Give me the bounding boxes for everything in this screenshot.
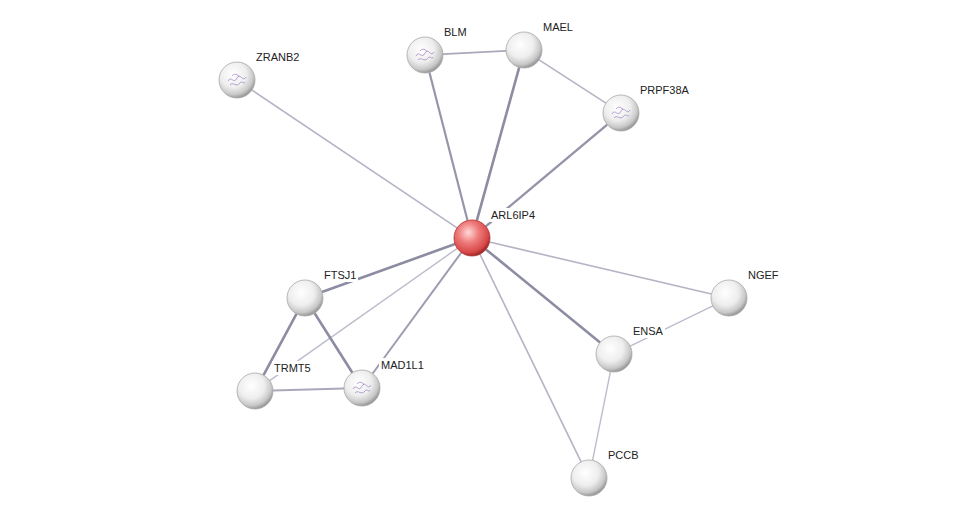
interaction-edge (315, 313, 353, 373)
protein-node: PCCB (570, 459, 608, 497)
interaction-edge (322, 244, 455, 292)
node-label: MAEL (541, 20, 575, 34)
node-label: NGEF (746, 268, 781, 282)
interaction-edge (490, 242, 712, 294)
interaction-edge (486, 125, 607, 227)
protein-node: ENSA (595, 335, 633, 373)
node-label: ENSA (631, 324, 665, 338)
node-label: MAD1L1 (379, 358, 426, 372)
node-sphere (602, 94, 640, 132)
node-sphere (343, 369, 381, 407)
interaction-edge (270, 248, 458, 380)
node-label: PCCB (606, 448, 641, 462)
interaction-edge (486, 249, 600, 342)
protein-node: NGEF (710, 279, 748, 317)
node-sphere (710, 279, 748, 317)
protein-node: MAD1L1 (343, 369, 381, 407)
interaction-edge (480, 254, 581, 462)
node-sphere (218, 61, 256, 99)
node-label: TRMT5 (272, 361, 313, 375)
protein-node: FTSJ1 (286, 279, 324, 317)
protein-node: TRMT5 (236, 372, 274, 410)
interaction-edge (630, 306, 713, 346)
interaction-edge (273, 389, 344, 391)
node-sphere (505, 31, 543, 69)
node-sphere (406, 36, 444, 74)
node-label: ZRANB2 (254, 50, 301, 64)
node-sphere (453, 219, 491, 257)
node-label: PRPF38A (638, 83, 691, 97)
node-sphere (595, 335, 633, 373)
interaction-edge (443, 51, 506, 54)
protein-node: PRPF38A (602, 94, 640, 132)
node-sphere (286, 279, 324, 317)
interaction-edge (373, 253, 462, 374)
interaction-edge (429, 72, 467, 220)
node-label: FTSJ1 (322, 268, 358, 282)
protein-node: MAEL (505, 31, 543, 69)
interaction-edge (477, 67, 519, 220)
node-sphere (570, 459, 608, 497)
protein-node: ZRANB2 (218, 61, 256, 99)
interaction-edge (539, 60, 606, 103)
node-label: BLM (442, 25, 469, 39)
interaction-edge (252, 90, 457, 228)
protein-node: ARL6IP4 (453, 219, 491, 257)
node-sphere (236, 372, 274, 410)
protein-node: BLM (406, 36, 444, 74)
node-label: ARL6IP4 (489, 208, 537, 222)
